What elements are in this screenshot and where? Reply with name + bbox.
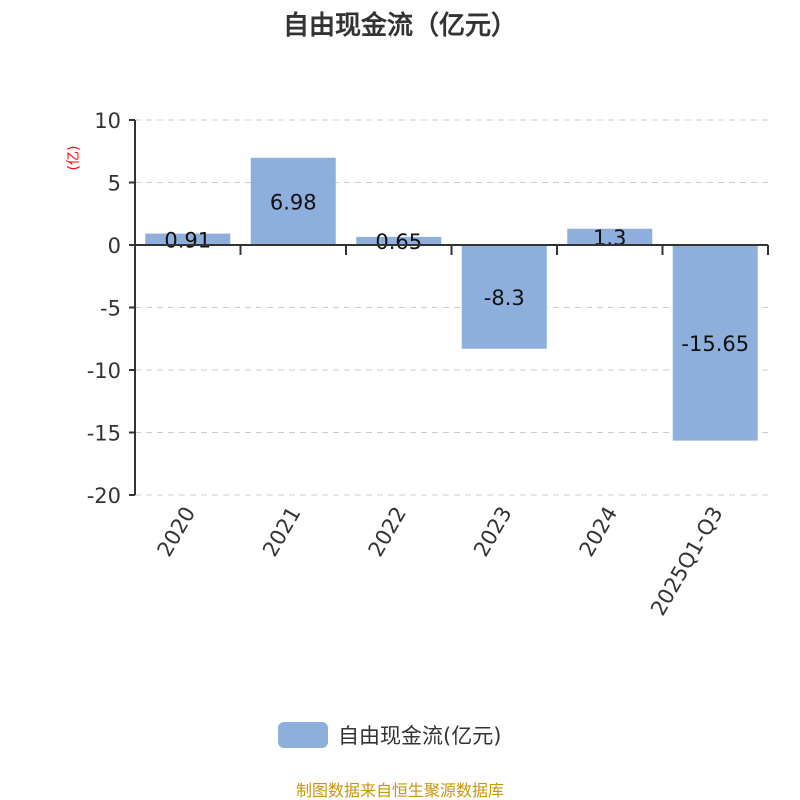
y-tick-label: 10 xyxy=(94,109,121,133)
y-tick-label: 0 xyxy=(108,234,121,258)
bar-2023 xyxy=(461,245,547,349)
bar-2025Q1-Q3 xyxy=(672,245,758,441)
data-label: 0.91 xyxy=(164,228,211,252)
y-tick-label: 5 xyxy=(108,172,121,196)
y-tick-label: -10 xyxy=(87,359,121,383)
bar-2020 xyxy=(145,233,231,245)
x-tick-label: 2021 xyxy=(258,503,306,561)
legend-label: 自由现金流(亿元) xyxy=(338,724,501,748)
data-label: 0.65 xyxy=(375,230,422,254)
x-tick-label: 2020 xyxy=(153,503,201,561)
bar-2022 xyxy=(356,236,442,245)
source-footer: 制图数据来自恒生聚源数据库 xyxy=(296,781,504,800)
y-tick-label: -20 xyxy=(87,484,121,508)
y-tick-label: -15 xyxy=(87,422,121,446)
chart-title: 自由现金流（亿元） xyxy=(283,10,517,41)
x-tick-label: 2025Q1-Q3 xyxy=(646,503,728,620)
data-label: 6.98 xyxy=(270,190,317,214)
data-label: 1.3 xyxy=(593,226,626,250)
y-tick-label: -5 xyxy=(100,297,121,321)
data-label: -8.3 xyxy=(484,286,525,310)
x-tick-label: 2022 xyxy=(364,503,412,561)
bar-2021 xyxy=(250,157,336,245)
x-tick-label: 2023 xyxy=(469,503,517,561)
bar-2024 xyxy=(567,228,653,245)
y-axis-label: (亿) xyxy=(66,146,82,171)
data-label: -15.65 xyxy=(681,332,749,356)
x-tick-label: 2024 xyxy=(575,503,623,561)
legend-swatch xyxy=(278,722,328,748)
